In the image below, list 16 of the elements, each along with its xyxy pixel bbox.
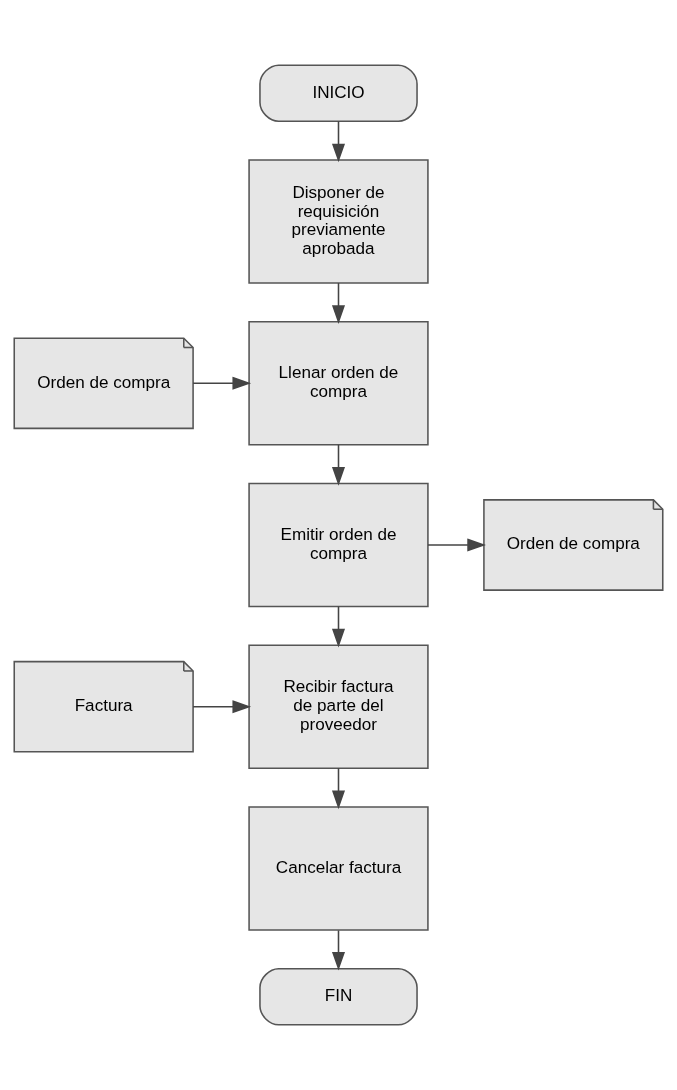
arrow <box>192 700 252 714</box>
arrow <box>331 282 346 324</box>
node-box: Recibir factura de parte del proveedor <box>248 644 429 769</box>
node-box: Emitir orden de compra <box>248 482 429 608</box>
node-box: Llenar orden de compra <box>248 321 429 446</box>
arrow <box>331 444 346 486</box>
arrow <box>331 767 346 810</box>
arrow <box>192 376 252 390</box>
arrow <box>331 605 346 648</box>
arrow <box>427 538 486 552</box>
arrow <box>331 929 346 971</box>
node-box: Disponer de requisición previamente aprobada <box>248 159 429 284</box>
arrow <box>331 120 346 163</box>
node-box: FIN <box>259 968 418 1026</box>
node-box: INICIO <box>259 64 418 122</box>
node-box: Cancelar factura <box>248 806 429 931</box>
